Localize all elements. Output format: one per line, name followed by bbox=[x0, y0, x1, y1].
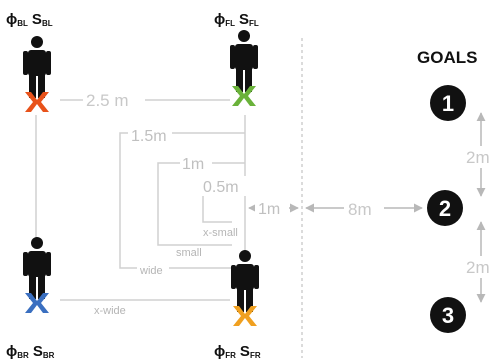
player-head bbox=[31, 36, 43, 48]
player-torso bbox=[28, 251, 46, 277]
player-leg-left bbox=[29, 74, 36, 98]
player-head bbox=[239, 250, 251, 262]
label-top-distance: 2.5 m bbox=[86, 91, 129, 110]
player-arm-left bbox=[231, 265, 236, 289]
label-wide: wide bbox=[139, 265, 163, 277]
goal-1: 1 bbox=[430, 85, 466, 121]
player-shoes bbox=[25, 293, 49, 313]
player-head bbox=[238, 30, 250, 42]
label-x-wide: x-wide bbox=[94, 305, 126, 317]
goal-2-badge bbox=[427, 190, 463, 226]
player-arm-left bbox=[23, 51, 28, 75]
goal-3: 3 bbox=[430, 297, 466, 333]
goal-1-number: 1 bbox=[442, 91, 454, 116]
label-small: small bbox=[176, 247, 202, 259]
player-arm-left bbox=[230, 45, 235, 69]
player-head bbox=[31, 237, 43, 249]
goal-3-number: 3 bbox=[442, 303, 454, 328]
player-leg-right bbox=[38, 74, 45, 98]
player-leg-right bbox=[38, 275, 45, 299]
player-shoes bbox=[232, 86, 256, 106]
player-leg-left bbox=[29, 275, 36, 299]
label-1m-to-line: 1m bbox=[258, 201, 280, 218]
goal-3-badge bbox=[430, 297, 466, 333]
player-torso bbox=[28, 50, 46, 76]
player-torso bbox=[235, 44, 253, 70]
player-arm-left bbox=[23, 252, 28, 276]
label-goal-gap-2: 2m bbox=[466, 258, 490, 277]
goal-1-badge bbox=[430, 85, 466, 121]
label-x-small: x-small bbox=[203, 227, 238, 239]
player-arm-right bbox=[46, 252, 51, 276]
player-shoes bbox=[233, 306, 257, 326]
player-arm-right bbox=[46, 51, 51, 75]
label-1-5m: 1.5m bbox=[131, 128, 167, 145]
player-leg-right bbox=[245, 68, 252, 92]
player-leg-left bbox=[236, 68, 243, 92]
label-8m-to-goals: 8m bbox=[348, 200, 372, 219]
player-torso bbox=[236, 264, 254, 290]
player-arm-right bbox=[254, 265, 259, 289]
goals-title: GOALS bbox=[417, 48, 477, 67]
player-shoes bbox=[25, 92, 49, 112]
bracket-wide bbox=[119, 132, 245, 269]
label-0-5m: 0.5m bbox=[203, 179, 239, 196]
goal-2: 2 bbox=[427, 190, 463, 226]
goal-2-number: 2 bbox=[439, 196, 451, 221]
label-goal-gap-1: 2m bbox=[466, 148, 490, 167]
player-leg-right bbox=[246, 288, 253, 312]
player-leg-left bbox=[237, 288, 244, 312]
player-arm-right bbox=[253, 45, 258, 69]
label-1m: 1m bbox=[182, 156, 204, 173]
